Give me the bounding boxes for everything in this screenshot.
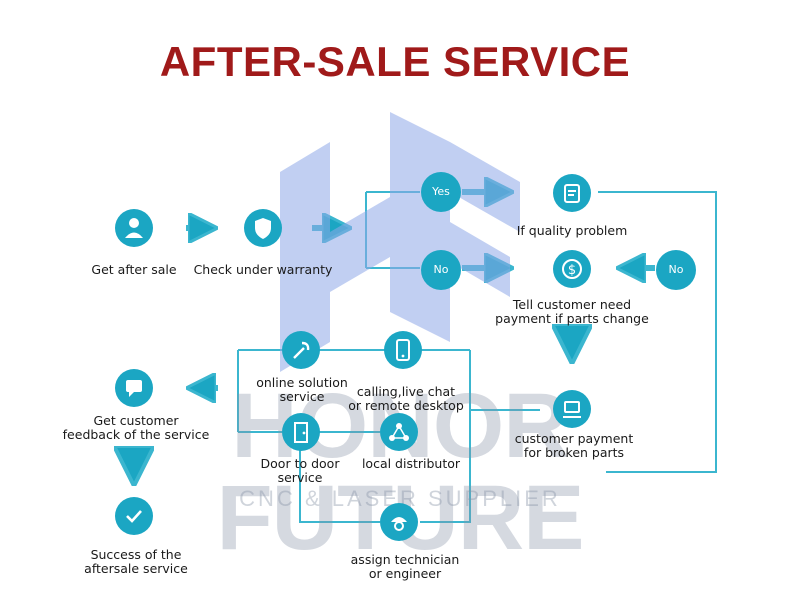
label-online-solution: online solution service: [256, 375, 348, 404]
decision-no-left: No: [421, 250, 461, 290]
door-to-technician: [299, 450, 380, 523]
door-icon: [282, 413, 320, 451]
label-calling: calling,live chat or remote desktop: [348, 384, 464, 413]
label-assign-technician: assign technician or engineer: [350, 552, 460, 581]
money-icon: $: [553, 250, 591, 288]
label-door-to-door: Door to door service: [260, 456, 340, 485]
phone-icon: [384, 331, 422, 369]
engineer-icon: [380, 503, 418, 541]
shield-icon: [244, 209, 282, 247]
feedback-icon: [115, 369, 153, 407]
svg-text:$: $: [568, 263, 576, 278]
loop-right: [598, 191, 717, 473]
label-get-after-sale: Get after sale: [91, 262, 177, 277]
label-tell-customer: Tell customer need payment if parts chan…: [495, 297, 649, 326]
page-title: AFTER-SALE SERVICE: [159, 38, 631, 85]
honor-future-logo-watermark: [280, 112, 520, 372]
label-customer-payment: customer payment for broken parts: [514, 431, 634, 460]
wrench-icon: [282, 331, 320, 369]
services-right-rail: [420, 350, 471, 523]
distributor-icon: [380, 413, 418, 451]
decision-yes: Yes: [421, 172, 461, 212]
label-success: Success of the aftersale service: [84, 547, 188, 576]
clipboard-icon: [553, 174, 591, 212]
label-quality-problem: If quality problem: [516, 223, 628, 238]
check-icon: [115, 497, 153, 535]
label-local-distributor: local distributor: [361, 456, 461, 471]
decision-no-right: No: [656, 250, 696, 290]
label-check-warranty: Check under warranty: [193, 262, 333, 277]
person-icon: [115, 209, 153, 247]
payment-icon: [553, 390, 591, 428]
label-get-feedback: Get customer feedback of the service: [62, 413, 210, 442]
